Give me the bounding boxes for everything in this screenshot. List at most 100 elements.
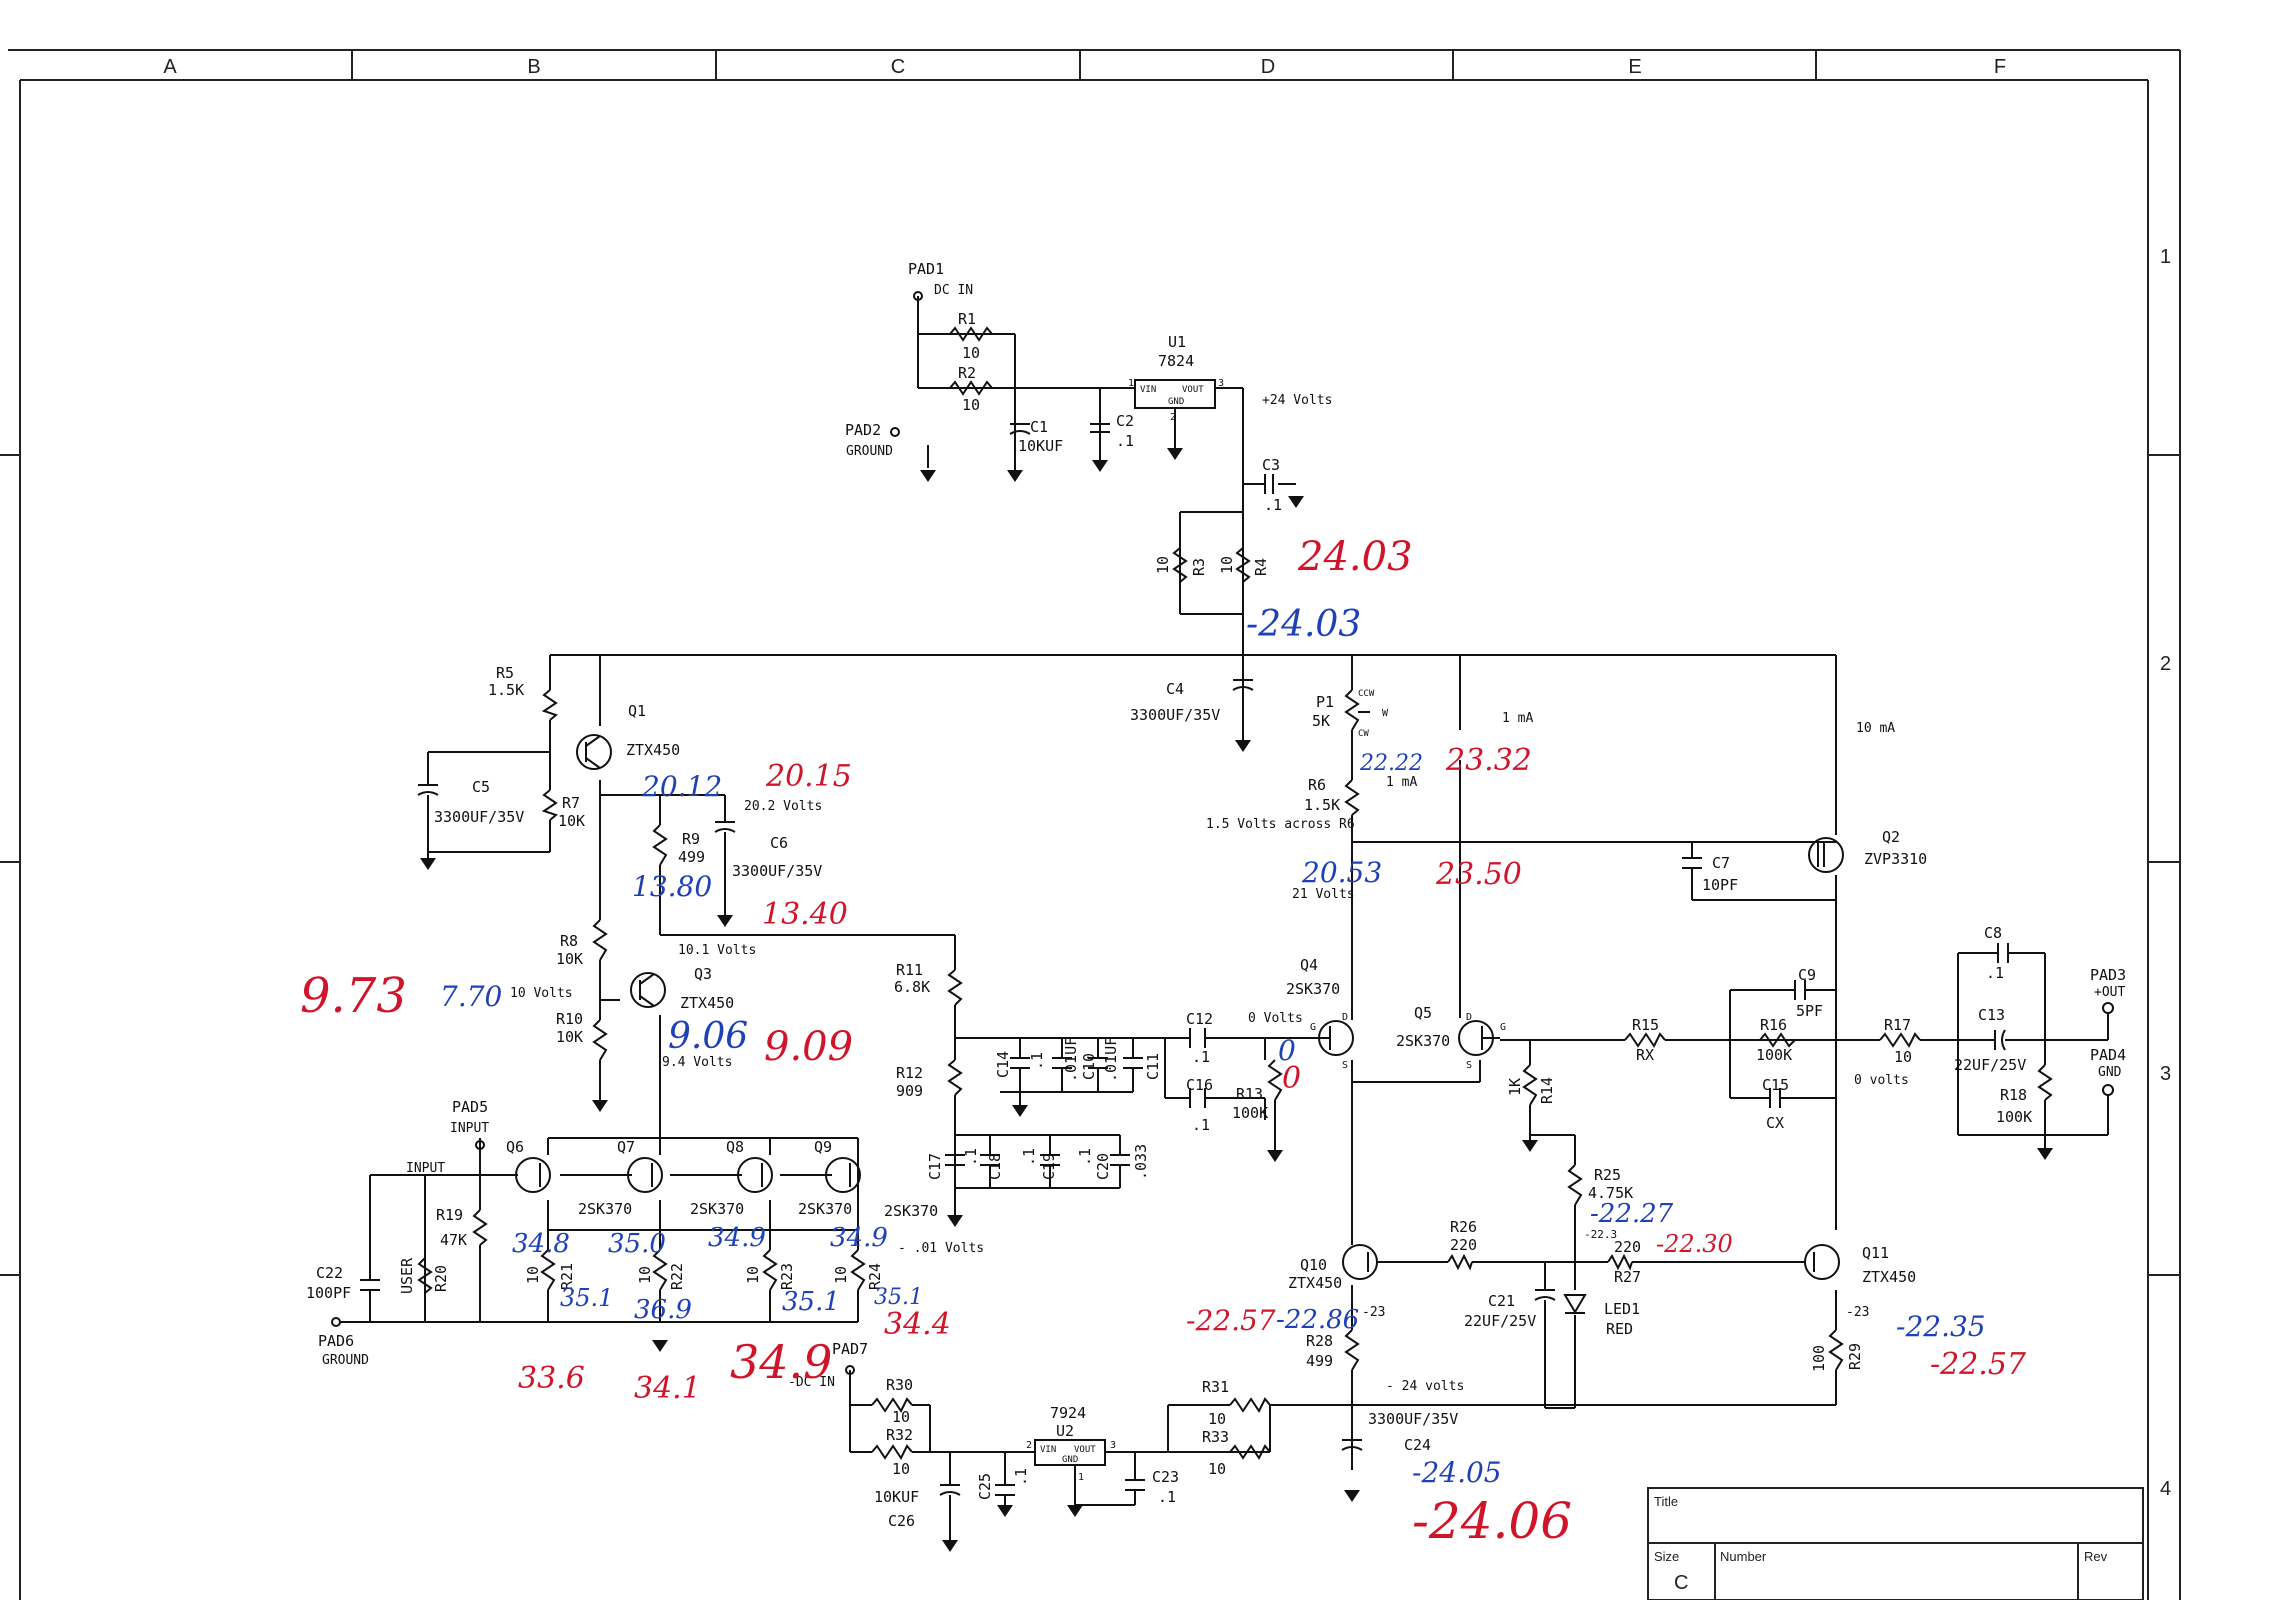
regulator-u2 [1034,1439,1106,1466]
label-u1-gnd: GND [1168,397,1184,407]
red-note-13-40: 13.40 [762,897,848,932]
label-r16-value: 100K [1756,1046,1792,1064]
label-u1-pin2: 2 [1170,412,1176,423]
label-r18: R18 [2000,1086,2027,1104]
label-q11-value: ZTX450 [1862,1268,1916,1286]
jfet-q7 [627,1157,663,1193]
label-pad4: PAD4 [2090,1046,2126,1064]
label-q5: Q5 [1414,1004,1432,1022]
label-c13: C13 [1978,1006,2005,1024]
label-minus-dc-in: -DC IN [788,1375,835,1390]
label-r13-value: 100K [1232,1104,1268,1122]
label-r17-value: 10 [1894,1048,1912,1066]
size-label: Size [1654,1549,1679,1564]
label-r27: R27 [1614,1268,1641,1286]
label-r24-value: 10 [832,1266,850,1284]
column-label-e: E [1628,56,1641,78]
label-q9: Q9 [814,1138,832,1156]
label-u1-vout: VOUT [1182,385,1204,395]
label-r12-value: 909 [896,1082,923,1100]
resistor-r9 [652,824,668,866]
blue-note-minus-22-27: -22.27 [1590,1199,1674,1229]
label-ccw: CCW [1358,689,1375,699]
label-q5-drain: D [1466,1012,1472,1023]
label-pad7: PAD7 [832,1340,868,1358]
label-minus-0-01-volts: - .01 Volts [898,1241,984,1256]
label-u1-pin3: 3 [1218,378,1224,389]
label-r4-value: 10 [1218,556,1236,574]
label-dc-in: DC IN [934,283,973,298]
label-c21-value: 22UF/25V [1464,1312,1536,1330]
label-r29-value: 100 [1810,1345,1828,1372]
label-q8: Q8 [726,1138,744,1156]
red-note-0: 0 [1282,1061,1301,1096]
blue-note-7-70: 7.70 [440,980,502,1013]
label-c12: C12 [1186,1010,1213,1028]
label-c1: C1 [1030,418,1048,436]
label-led1-value: RED [1606,1320,1633,1338]
label-r10: R10 [556,1010,583,1028]
label-r27-value: 220 [1614,1238,1641,1256]
label-r6-note: 1.5 Volts across R6 [1206,817,1355,832]
label-pad2: PAD2 [845,421,881,439]
label-c25-value: .1 [1012,1468,1030,1486]
label-c7: C7 [1712,854,1730,872]
label-pad3: PAD3 [2090,966,2126,984]
label-q8-value: 2SK370 [690,1200,744,1218]
label-input-net: INPUT [406,1161,445,1176]
label-r25-value: 4.75K [1588,1184,1633,1202]
label-10-volts: 10 Volts [510,986,573,1001]
red-note-minus-22-57-left: -22.57 [1186,1304,1276,1337]
label-out: +OUT [2094,985,2125,1000]
label-led1: LED1 [1604,1300,1640,1318]
resistor-r13 [1267,1059,1283,1101]
label-q9-value: 2SK370 [798,1200,852,1218]
resistor-r21 [540,1249,556,1291]
label-u2-pin1: 1 [1078,1472,1084,1483]
label-r2: R2 [958,364,976,382]
column-label-f: F [1994,56,2006,78]
label-r8: R8 [560,932,578,950]
blue-note-minus-22-35: -22.35 [1896,1310,1986,1343]
potentiometer-p1 [1344,689,1360,731]
label-q3-value: ZTX450 [680,994,734,1012]
label-c21: C21 [1488,1292,1515,1310]
label-r15: R15 [1632,1016,1659,1034]
label-c4: C4 [1166,680,1184,698]
label-q6-value: 2SK370 [884,1202,938,1220]
label-c17-value: .1 [962,1148,980,1166]
label-r32: R32 [886,1426,913,1444]
label-u2-value: 7924 [1050,1404,1086,1422]
resistor-r3 [1172,547,1188,583]
label-c20-value: .033 [1132,1144,1150,1180]
label-c4-value: 3300UF/35V [1130,706,1220,724]
label-q5-gate: G [1500,1022,1506,1033]
label-c16-value: .1 [1192,1116,1210,1134]
label-u2-gnd: GND [1062,1455,1078,1465]
label-r3: R3 [1190,558,1208,576]
rev-label: Rev [2084,1549,2108,1564]
label-r21: R21 [558,1263,576,1290]
label-c7-value: 10PF [1702,876,1738,894]
red-note-23-50: 23.50 [1435,857,1522,892]
label-c22: C22 [316,1264,343,1282]
red-note-minus-24-06: -24.06 [1412,1492,1572,1550]
label-r1-value: 10 [962,344,980,362]
label-u1: U1 [1168,333,1186,351]
label-1ma-b: 1 mA [1386,775,1417,790]
label-ground: GROUND [846,444,893,459]
label-cw: CW [1358,729,1369,739]
label-r19-value: 47K [440,1231,467,1249]
label-q5-value: 2SK370 [1396,1032,1450,1050]
red-note-33-6: 33.6 [518,1361,585,1396]
label-c11: C11 [1144,1053,1162,1080]
column-label-d: D [1261,56,1275,78]
label-q4-source: S [1342,1060,1348,1071]
blue-note-35-0: 35.0 [608,1229,666,1259]
jfet-q6 [515,1157,551,1193]
label-u1-value: 7824 [1158,352,1194,370]
label-r12: R12 [896,1064,923,1082]
label-q7-value: 2SK370 [578,1200,632,1218]
label-1ma-a: 1 mA [1502,711,1533,726]
